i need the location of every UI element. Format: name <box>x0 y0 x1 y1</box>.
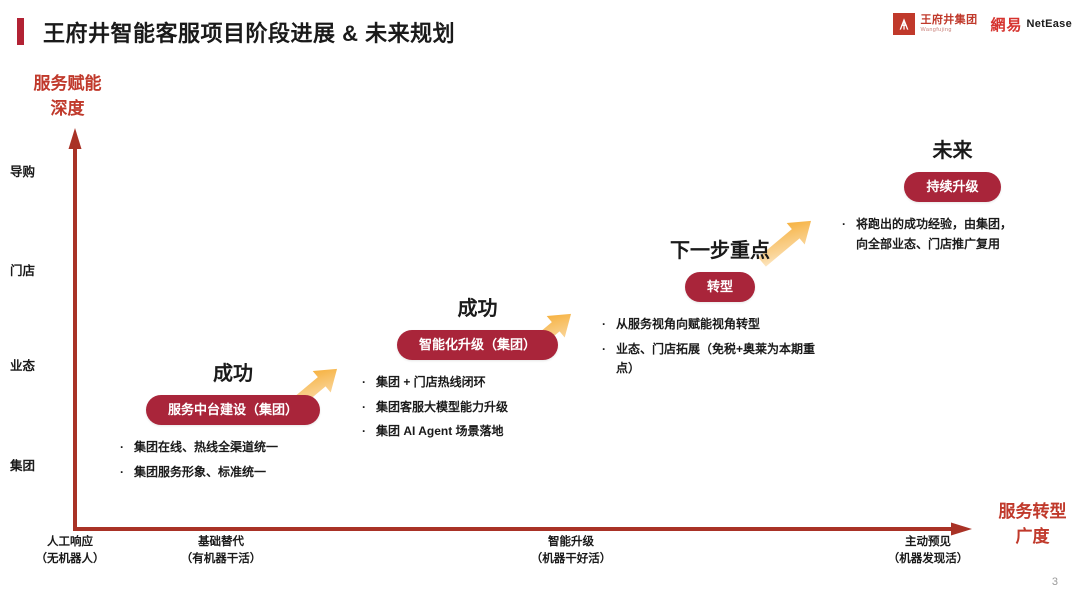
y-tick-label: 门店 <box>10 264 36 278</box>
bullet-text: 集团服务形象、标准统一 <box>134 464 267 479</box>
netease-logo: 網易 NetEase <box>990 14 1072 35</box>
wangfujing-logo: 王府井集团 Wangfujing <box>893 13 977 35</box>
x-tick-label: 人工响应 （无机器人） <box>36 534 105 569</box>
bullet-text: 业态、门店拓展（免税+奥莱为本期重点） <box>616 341 816 376</box>
x-axis-title: 服务转型 广度 <box>985 500 1080 549</box>
stage-3-pill[interactable]: 转型 <box>684 272 755 303</box>
bullet-marker-icon: · <box>362 424 366 439</box>
bullet-marker-icon: · <box>362 375 366 390</box>
x-tick-line1: 基础替代 <box>198 536 244 548</box>
netease-name-en: NetEase <box>1026 18 1072 30</box>
bullet-text: 集团客服大模型能力升级 <box>376 399 509 414</box>
bullet-text: 将跑出的成功经验，由集团，向全部业态、门店推广复用 <box>856 217 1013 251</box>
x-tick-line1: 人工响应 <box>47 536 93 548</box>
wangfujing-mark-icon <box>893 13 916 35</box>
x-axis-title-line1: 服务转型 <box>998 502 1067 521</box>
bullet-item: · 集团服务形象、标准统一 <box>118 463 348 482</box>
x-tick-line2: （机器发现活） <box>887 553 969 566</box>
stage-1-pill-wrap: 服务中台建设（集团） <box>118 395 348 426</box>
stage-4: 未来 持续升级 · 将跑出的成功经验，由集团，向全部业态、门店推广复用 <box>840 134 1065 259</box>
x-axis-title-line2: 广度 <box>1015 526 1050 546</box>
stage-1: 成功 服务中台建设（集团） · 集团在线、热线全渠道统一 · 集团服务形象、标准… <box>118 357 348 487</box>
stage-3-bullets: · 从服务视角向赋能视角转型 · 业态、门店拓展（免税+奥莱为本期重点） <box>600 315 840 378</box>
wangfujing-name-cn: 王府井集团 <box>920 13 978 26</box>
bullet-item: · 集团 AI Agent 场景落地 <box>360 422 595 441</box>
stage-2-pill[interactable]: 智能化升级（集团） <box>396 330 558 361</box>
y-axis-title: 服务赋能 深度 <box>10 72 125 121</box>
bullet-marker-icon: · <box>362 399 366 414</box>
stage-3: 下一步重点 转型 · 从服务视角向赋能视角转型 · 业态、门店拓展（免税+奥莱为… <box>600 234 840 384</box>
wangfujing-logo-text: 王府井集团 Wangfujing <box>920 13 978 34</box>
bullet-text: 集团 AI Agent 场景落地 <box>376 424 504 439</box>
stage-2-pill-wrap: 智能化升级（集团） <box>360 330 595 361</box>
stage-2-heading: 成功 <box>457 298 498 320</box>
bullet-text: 集团 + 门店热线闭环 <box>376 375 486 390</box>
x-tick-line2: （机器干好活） <box>530 553 612 566</box>
bullet-text: 从服务视角向赋能视角转型 <box>616 317 761 332</box>
y-tick-label: 集团 <box>10 459 36 473</box>
x-tick-label: 基础替代 （有机器干活） <box>181 534 262 569</box>
stage-1-bullets: · 集团在线、热线全渠道统一 · 集团服务形象、标准统一 <box>118 438 348 482</box>
netease-name-cn: 網易 <box>990 15 1023 34</box>
x-tick-label: 主动预见 （机器发现活） <box>888 534 969 569</box>
x-tick-line2: （无机器人） <box>35 553 105 566</box>
y-axis-title-line1: 服务赋能 <box>33 74 102 93</box>
stage-1-heading: 成功 <box>213 363 253 385</box>
page-number: 3 <box>1051 576 1058 588</box>
stage-3-pill-wrap: 转型 <box>600 272 840 303</box>
bullet-item: · 集团在线、热线全渠道统一 <box>118 438 348 457</box>
bullet-item: · 集团客服大模型能力升级 <box>360 398 595 417</box>
bullet-item: · 从服务视角向赋能视角转型 <box>600 315 840 334</box>
stage-4-pill-wrap: 持续升级 <box>840 172 1065 203</box>
bullet-marker-icon: · <box>120 440 124 455</box>
stage-4-pill[interactable]: 持续升级 <box>904 172 1001 203</box>
stage-4-heading: 未来 <box>932 140 973 162</box>
y-axis-title-line2: 深度 <box>50 98 85 118</box>
page-title: 王府井智能客服项目阶段进展 & 未来规划 <box>43 21 456 46</box>
bullet-item: · 将跑出的成功经验，由集团，向全部业态、门店推广复用 <box>840 215 1065 254</box>
bullet-marker-icon: · <box>602 317 606 332</box>
bullet-item: · 集团 + 门店热线闭环 <box>360 373 595 392</box>
bullet-marker-icon: · <box>602 341 606 356</box>
bullet-marker-icon: · <box>842 217 846 232</box>
wangfujing-name-en: Wangfujing <box>920 27 952 33</box>
logo-group: 王府井集团 Wangfujing 網易 NetEase <box>893 13 1072 35</box>
stage-4-bullets: · 将跑出的成功经验，由集团，向全部业态、门店推广复用 <box>840 215 1065 254</box>
bullet-text: 集团在线、热线全渠道统一 <box>134 440 279 455</box>
stage-3-heading: 下一步重点 <box>670 240 770 262</box>
x-tick-line2: （有机器干活） <box>180 553 262 566</box>
y-tick-label: 导购 <box>10 165 36 179</box>
title-accent-bar <box>17 18 24 45</box>
x-tick-label: 智能升级 （机器干好活） <box>531 534 612 569</box>
bullet-marker-icon: · <box>120 464 124 479</box>
x-tick-line1: 主动预见 <box>905 536 951 548</box>
stage-2: 成功 智能化升级（集团） · 集团 + 门店热线闭环 · 集团客服大模型能力升级… <box>360 292 595 447</box>
stage-1-pill[interactable]: 服务中台建设（集团） <box>145 395 320 426</box>
stage-2-bullets: · 集团 + 门店热线闭环 · 集团客服大模型能力升级 · 集团 AI Agen… <box>360 373 595 441</box>
bullet-item: · 业态、门店拓展（免税+奥莱为本期重点） <box>600 340 840 379</box>
x-tick-line1: 智能升级 <box>548 536 594 548</box>
y-tick-label: 业态 <box>10 359 36 373</box>
